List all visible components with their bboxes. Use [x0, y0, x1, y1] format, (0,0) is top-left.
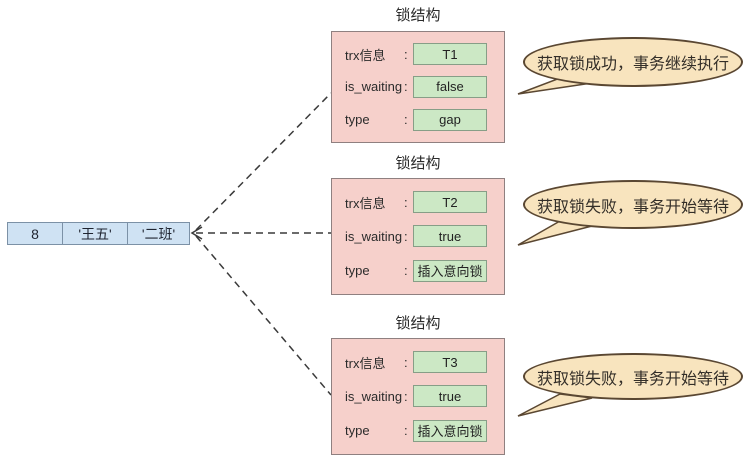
lock2-row-type: type : 插入意向锁	[332, 259, 504, 282]
lock1-type-value: gap	[413, 108, 487, 131]
lock2-waiting-label: is_waiting	[345, 228, 403, 244]
colon: :	[404, 79, 408, 95]
lock1-row-type: type : gap	[332, 108, 504, 131]
colon: :	[404, 388, 408, 404]
speech-bubble-2: 获取锁失败，事务开始等待	[523, 180, 743, 229]
lock1-trx-value: T1	[413, 43, 487, 66]
lock2-box: trx信息 : T2 is_waiting : true type : 插入意向…	[331, 178, 505, 295]
lock3-waiting-value: true	[413, 385, 487, 408]
lock2-type-value: 插入意向锁	[413, 259, 487, 282]
lock3-row-trx: trx信息 : T3	[332, 351, 504, 374]
lock2-trx-label: trx信息	[345, 195, 386, 211]
lock2-title: 锁结构	[395, 155, 441, 172]
lock2-trx-value: T2	[413, 191, 487, 214]
colon: :	[404, 46, 408, 62]
colon: :	[404, 112, 408, 128]
lock1-type-label: type	[345, 112, 370, 128]
lock1-waiting-label: is_waiting	[345, 79, 403, 95]
colon: :	[404, 423, 408, 439]
lock3-type-label: type	[345, 423, 370, 439]
lock3-waiting-label: is_waiting	[345, 388, 403, 404]
colon: :	[404, 194, 408, 210]
colon: :	[404, 263, 408, 279]
colon: :	[404, 354, 408, 370]
lock1-row-trx: trx信息 : T1	[332, 43, 504, 66]
lock3-box: trx信息 : T3 is_waiting : true type : 插入意向…	[331, 338, 505, 455]
colon: :	[404, 228, 408, 244]
record-cell-class: '二班'	[127, 222, 190, 245]
record-cell-name: '王五'	[62, 222, 128, 245]
lock2-row-waiting: is_waiting : true	[332, 225, 504, 248]
lock2-waiting-value: true	[413, 225, 487, 248]
lock3-row-type: type : 插入意向锁	[332, 419, 504, 442]
dashed-arrow-to-lock3	[195, 235, 332, 396]
lock3-type-value: 插入意向锁	[413, 419, 487, 442]
lock2-row-trx: trx信息 : T2	[332, 191, 504, 214]
lock1-row-waiting: is_waiting : false	[332, 75, 504, 98]
speech-bubble-3: 获取锁失败，事务开始等待	[523, 353, 743, 400]
speech-bubble-1: 获取锁成功，事务继续执行	[523, 37, 743, 87]
lock1-waiting-value: false	[413, 75, 487, 98]
lock1-box: trx信息 : T1 is_waiting : false type : gap	[331, 31, 505, 143]
lock1-trx-label: trx信息	[345, 47, 386, 63]
lock3-title: 锁结构	[395, 315, 441, 332]
lock3-trx-label: trx信息	[345, 355, 386, 371]
record-row: 8 '王五' '二班'	[7, 222, 190, 245]
lock3-trx-value: T3	[413, 351, 487, 374]
lock3-row-waiting: is_waiting : true	[332, 385, 504, 408]
lock2-type-label: type	[345, 263, 370, 279]
lock1-title: 锁结构	[395, 7, 441, 24]
dashed-arrow-to-lock1	[195, 92, 332, 231]
record-cell-id: 8	[7, 222, 63, 245]
arrow-head-icon	[190, 226, 203, 240]
